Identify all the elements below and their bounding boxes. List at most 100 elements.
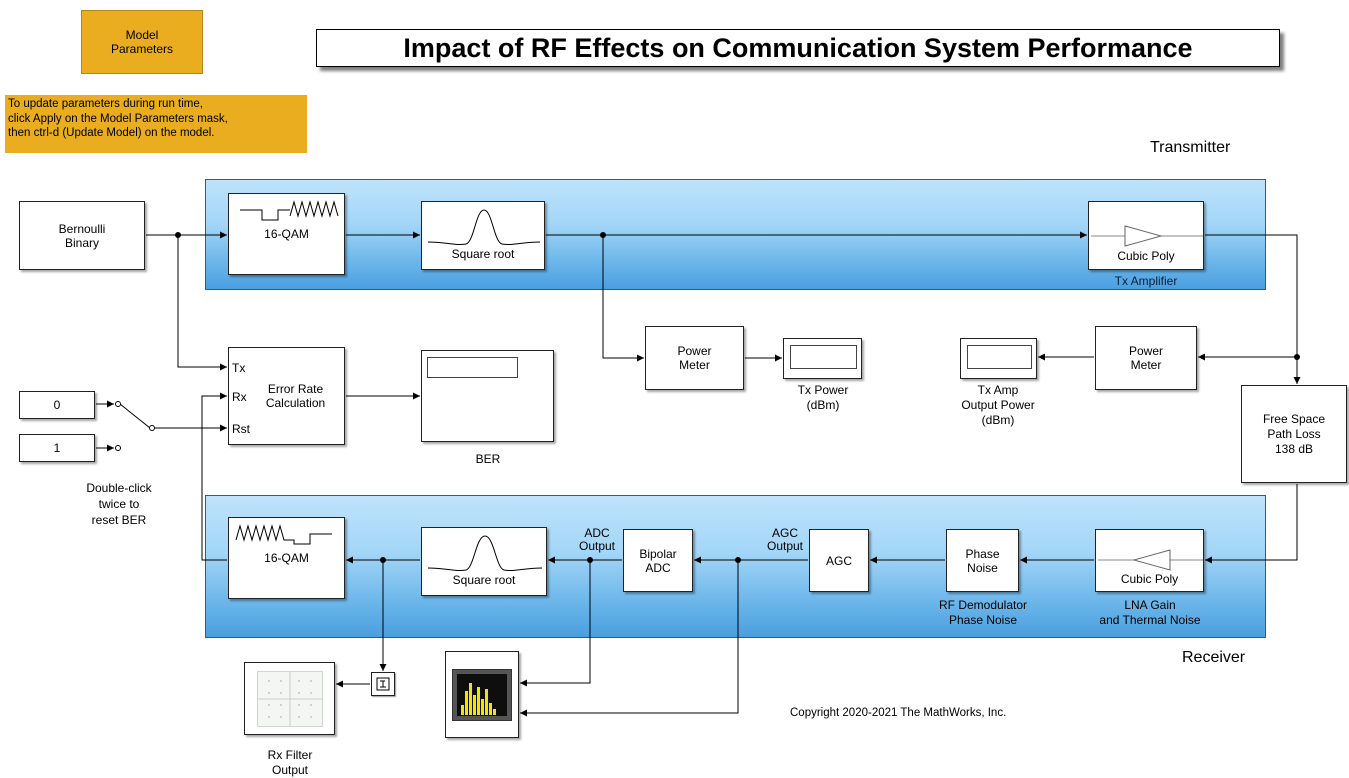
histogram-icon — [452, 668, 512, 721]
free-space-line3: 138 dB — [1274, 441, 1314, 456]
adc-output-label: ADC Output — [572, 527, 622, 553]
reset-note-line1: Double-click — [86, 481, 152, 495]
free-space-path-loss-block[interactable]: Free Space Path Loss 138 dB — [1241, 385, 1347, 483]
receiver-subsystem[interactable] — [205, 495, 1266, 638]
tx-amp-caption-line1: Tx Amp — [977, 383, 1019, 397]
tx-amp-caption-line3: (dBm) — [981, 413, 1015, 427]
amplifier-triangle-icon — [1091, 225, 1203, 247]
amplifier-triangle-icon — [1098, 549, 1203, 571]
error-rate-line1: Error Rate — [267, 382, 324, 396]
model-parameters-line2: Parameters — [110, 42, 174, 56]
rx-qam-demodulator-block[interactable]: 16-QAM — [228, 517, 345, 599]
tx-amp-inner-label: Cubic Poly — [1117, 249, 1175, 263]
display-screen — [967, 345, 1032, 369]
free-space-line2: Path Loss — [1267, 426, 1321, 441]
tx-qam-modulator-block[interactable]: 16-QAM — [228, 193, 345, 275]
lna-inner-label: Cubic Poly — [1120, 572, 1179, 586]
power-meter-tx-line2: Meter — [679, 358, 710, 372]
lna-caption-line1: LNA Gain — [1124, 598, 1176, 612]
reset-note-line2: twice to — [98, 497, 140, 511]
phase-noise-block[interactable]: Phase Noise — [946, 529, 1019, 592]
phase-noise-line1: Phase — [965, 546, 1000, 561]
ber-caption: BER — [475, 452, 501, 466]
note-line3: then ctrl-d (Update Model) on the model. — [8, 127, 215, 139]
error-rate-calculation-block[interactable]: Tx Rx Rst Error Rate Calculation — [228, 347, 345, 445]
ber-display-block[interactable] — [421, 350, 554, 442]
port-rst-label: Rst — [232, 422, 250, 436]
bipolar-adc-line1: Bipolar — [639, 546, 677, 561]
tx-amp-caption-line2: Output Power — [961, 398, 1035, 412]
rx-filter-constellation-block[interactable] — [244, 662, 335, 735]
rx-rrc-filter-block[interactable]: Square root — [421, 527, 547, 596]
tx-power-caption: Tx Power (dBm) — [773, 383, 873, 413]
reset-note-line3: reset BER — [91, 513, 147, 527]
agc-output-line2: Output — [766, 539, 804, 553]
bipolar-adc-block[interactable]: Bipolar ADC — [623, 529, 693, 592]
constant-zero-block[interactable]: 0 — [19, 391, 95, 419]
sinc-pulse-icon — [427, 209, 541, 246]
modulation-waveform-icon — [239, 200, 338, 221]
tx-power-caption-line2: (dBm) — [806, 398, 840, 412]
model-parameters-line1: Model — [125, 28, 159, 42]
constant-zero-value: 0 — [53, 398, 61, 412]
tx-amplifier-caption: Tx Amplifier — [1114, 274, 1178, 288]
tx-amp-output-power-display-block[interactable] — [960, 338, 1037, 379]
sinc-pulse-icon — [427, 535, 543, 572]
phase-noise-caption: RF Demodulator Phase Noise — [918, 598, 1048, 628]
port-rx-label: Rx — [232, 390, 247, 404]
run-time-update-note: To update parameters during run time, cl… — [5, 95, 307, 153]
tx-amp-output-caption: Tx Amp Output Power (dBm) — [948, 383, 1048, 428]
bernoulli-binary-block[interactable]: Bernoulli Binary — [19, 201, 145, 270]
constellation-icon — [256, 670, 323, 727]
lna-block[interactable]: Cubic Poly — [1095, 529, 1204, 592]
selector-icon — [376, 677, 390, 691]
reset-ber-note: Double-click twice to reset BER — [79, 480, 159, 528]
constant-one-block[interactable]: 1 — [19, 434, 95, 462]
model-title: Impact of RF Effects on Communication Sy… — [316, 29, 1280, 67]
agc-output-label: AGC Output — [760, 527, 810, 553]
agc-block[interactable]: AGC — [809, 529, 869, 592]
transmitter-label: Transmitter — [1150, 139, 1231, 156]
tx-amplifier-block[interactable]: Cubic Poly — [1088, 201, 1204, 270]
display-screen — [790, 345, 857, 369]
error-rate-line2: Calculation — [265, 396, 326, 410]
rx-filter-caption-line1: Rx Filter — [267, 748, 313, 762]
display-screen — [427, 357, 518, 378]
receiver-label: Receiver — [1182, 649, 1246, 666]
power-meter-amp-line2: Meter — [1130, 358, 1162, 372]
tx-rrc-filter-block[interactable]: Square root — [421, 201, 545, 270]
rx-qam-label: 16-QAM — [264, 551, 309, 565]
agc-output-line1: AGC — [771, 526, 798, 540]
tx-sqrt-label: Square root — [451, 247, 515, 261]
bipolar-adc-line2: ADC — [645, 560, 671, 575]
power-meter-tx-line1: Power — [677, 344, 712, 358]
port-tx-label: Tx — [232, 361, 246, 375]
selector-block[interactable] — [371, 672, 395, 696]
amp-power-meter-block[interactable]: Power Meter — [1095, 326, 1197, 390]
note-line2: click Apply on the Model Parameters mask… — [8, 112, 228, 125]
constant-one-value: 1 — [53, 441, 61, 455]
tx-power-display-block[interactable] — [783, 338, 862, 379]
note-line1: To update parameters during run time, — [8, 98, 203, 110]
agc-label: AGC — [825, 553, 852, 568]
phase-noise-caption-line2: Phase Noise — [948, 613, 1018, 627]
tx-power-caption-line1: Tx Power — [797, 383, 849, 397]
tx-qam-label: 16-QAM — [264, 227, 309, 241]
phase-noise-line2: Noise — [967, 560, 998, 575]
rx-filter-output-caption: Rx Filter Output — [240, 748, 340, 778]
rx-filter-caption-line2: Output — [271, 763, 309, 777]
power-meter-amp-line1: Power — [1128, 344, 1163, 358]
copyright-note: Copyright 2020-2021 The MathWorks, Inc. — [790, 707, 1007, 719]
lna-caption: LNA Gain and Thermal Noise — [1075, 598, 1225, 628]
demodulation-waveform-icon — [235, 524, 332, 545]
free-space-line1: Free Space — [1262, 411, 1326, 426]
tx-power-meter-block[interactable]: Power Meter — [645, 326, 744, 390]
phase-noise-caption-line1: RF Demodulator — [938, 598, 1028, 612]
bernoulli-line1: Bernoulli — [58, 221, 106, 236]
bernoulli-line2: Binary — [64, 235, 99, 250]
adc-output-line2: Output — [578, 539, 616, 553]
histogram-scope-block[interactable] — [445, 651, 519, 738]
lna-caption-line2: and Thermal Noise — [1099, 613, 1201, 627]
model-parameters-block[interactable]: Model Parameters — [81, 10, 203, 74]
